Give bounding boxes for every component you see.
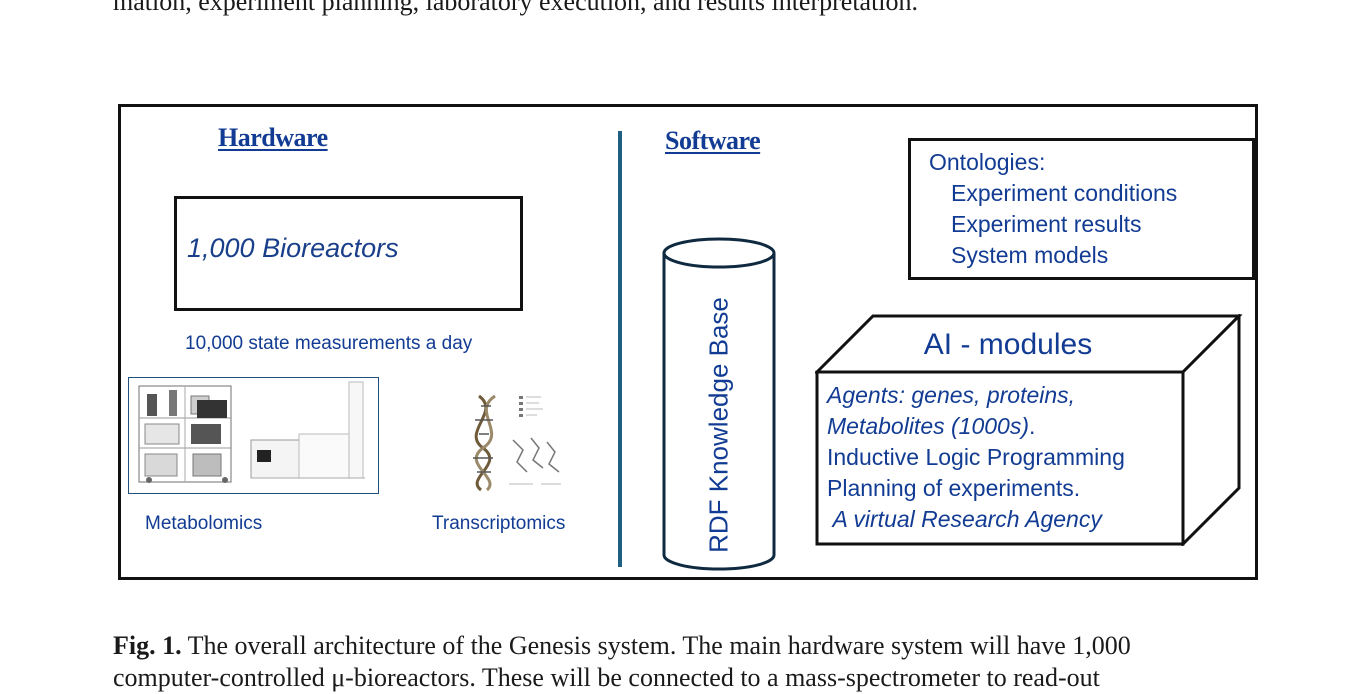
ontologies-title: Ontologies: <box>929 149 1046 175</box>
ai-modules-line: A virtual Research Agency <box>827 506 1102 532</box>
figure-architecture: Hardware 1,000 Bioreactors 10,000 state … <box>118 104 1258 580</box>
body-text-top-line: mation, experiment planning, laboratory … <box>113 0 919 16</box>
knowledge-base-label: RDF Knowledge Base <box>703 297 734 553</box>
lab-robot-illustration <box>138 381 365 483</box>
metabolomics-instrument-image <box>128 377 379 494</box>
software-heading: Software <box>665 126 761 155</box>
figure-caption: Fig. 1.The overall architecture of the G… <box>113 630 1273 694</box>
hardware-software-divider <box>618 131 622 567</box>
ai-modules-box: AI - modules Agents: genes, proteins, Me… <box>815 314 1243 546</box>
ai-modules-cube <box>815 314 1243 546</box>
metabolomics-label: Metabolomics <box>145 513 263 534</box>
ai-modules-line: Inductive Logic Programming <box>827 444 1125 470</box>
ontologies-item: Experiment conditions <box>951 180 1178 206</box>
figure-caption-line: Fig. 1.The overall architecture of the G… <box>113 630 1273 662</box>
ai-modules-line: Metabolites (1000s). <box>827 411 1125 442</box>
transcriptomics-label: Transcriptomics <box>432 513 566 534</box>
figure-number: Fig. 1. <box>113 631 182 660</box>
figure-caption-line: computer-controlled μ-bioreactors. These… <box>113 663 1100 692</box>
bioreactors-box: 1,000 Bioreactors <box>174 196 523 311</box>
ai-modules-title: AI - modules <box>923 328 1093 361</box>
knowledge-base-cylinder: RDF Knowledge Base <box>662 237 776 573</box>
ai-modules-line: Planning of experiments. <box>827 475 1081 501</box>
dna-double-helix-image <box>461 392 571 492</box>
ai-modules-content: Agents: genes, proteins, Metabolites (10… <box>827 380 1125 535</box>
ai-modules-line-italic: Metabolites (1000s) <box>827 413 1029 439</box>
figure-caption-text: The overall architecture of the Genesis … <box>187 631 1131 660</box>
ai-modules-line-punct: . <box>1029 413 1036 439</box>
measurements-label: 10,000 state measurements a day <box>185 333 473 354</box>
ontologies-box: Ontologies: Experiment conditions Experi… <box>908 138 1255 280</box>
bioreactors-label: 1,000 Bioreactors <box>187 233 399 263</box>
ai-modules-line: Agents: genes, proteins, <box>827 382 1076 408</box>
dna-helix-illustration <box>473 394 561 492</box>
ontologies-item: System models <box>951 242 1109 268</box>
hardware-heading: Hardware <box>218 123 328 152</box>
ontologies-item: Experiment results <box>951 211 1142 237</box>
database-cylinder-icon <box>662 237 776 571</box>
